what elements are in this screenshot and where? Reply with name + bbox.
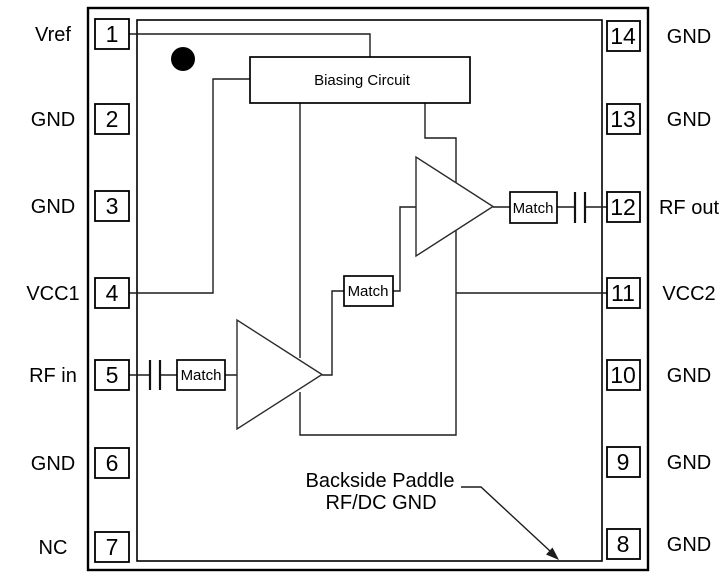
vcc2-wire: [299, 230, 607, 436]
pin-11-number: 11: [611, 280, 635, 306]
backside-paddle-leader-line: [461, 486, 551, 552]
pin-4-number: 4: [106, 280, 119, 306]
pin-10: 10 GND: [606, 359, 711, 391]
pin-11-label-vcc2: VCC2: [662, 283, 715, 305]
pin-12-box: [606, 191, 641, 223]
pin-2: 2 GND: [31, 103, 130, 135]
pin-10-box: [606, 359, 641, 391]
amplifier-2-symbol: [415, 155, 495, 258]
pin-7-number: 7: [106, 534, 119, 560]
pin-14: 14 GND: [606, 20, 711, 52]
pin-7: 7 NC: [39, 531, 130, 563]
pin-5-number: 5: [106, 362, 119, 388]
backside-paddle-annotation: Backside Paddle RF/DC GND: [306, 470, 559, 560]
pin-9-number: 9: [617, 449, 630, 475]
vref-wire: [129, 33, 371, 57]
vcc1-wire: [129, 78, 250, 294]
pin-13: 13 GND: [606, 103, 711, 135]
pin-3: 3 GND: [31, 190, 130, 222]
backside-paddle-label-line1: Backside Paddle: [306, 470, 455, 492]
pin-14-box: [606, 20, 641, 52]
amp1-output-wire: [322, 290, 344, 376]
pin-6-number: 6: [106, 450, 119, 476]
output-match-label: Match: [513, 200, 554, 217]
biasing-circuit-block: Biasing Circuit: [249, 56, 471, 104]
backside-paddle-arrowhead-icon: [546, 547, 559, 560]
pin-4-label-vcc1: VCC1: [26, 283, 79, 305]
pin-6: 6 GND: [31, 447, 130, 479]
biasing-circuit-box: [249, 56, 471, 104]
pin-5: 5 RF in: [29, 359, 130, 391]
output-coupling-capacitor-icon: [573, 192, 587, 223]
amplifier-1-symbol: [236, 318, 324, 431]
pin-1-number: 1: [106, 21, 119, 47]
input-match-block: Match: [176, 359, 226, 391]
die-outline: [136, 19, 603, 562]
pin-5-box: [94, 359, 130, 391]
pin-2-label-gnd: GND: [31, 109, 75, 131]
package-outline: [86, 6, 650, 572]
pin-8-number: 8: [617, 531, 630, 557]
pin-10-label-gnd: GND: [667, 365, 711, 387]
pin-8: 8 GND: [606, 528, 711, 560]
bias-wire-amp2: [424, 103, 457, 183]
interstage-wire: [393, 206, 416, 292]
pin-9-box: [606, 446, 641, 478]
pin-14-number: 14: [610, 23, 636, 49]
pin-4-box: [94, 277, 130, 309]
pin-8-label-gnd: GND: [667, 534, 711, 556]
biasing-circuit-label: Biasing Circuit: [314, 72, 411, 89]
input-coupling-capacitor-icon: [148, 360, 162, 390]
pin-10-number: 10: [610, 362, 636, 388]
pin-3-number: 3: [106, 193, 119, 219]
pin-12: 12 RF out: [606, 191, 719, 223]
pin-12-number: 12: [610, 194, 636, 220]
pin-1-label-vref: Vref: [35, 24, 71, 46]
pin-11: 11 VCC2: [606, 277, 716, 309]
interstage-match-label: Match: [348, 283, 389, 300]
pin-1: 1 Vref: [35, 18, 130, 50]
pin-7-box: [94, 531, 130, 563]
pin-2-number: 2: [106, 106, 119, 132]
interstage-match-block: Match: [343, 275, 394, 307]
pin-1-box: [94, 18, 130, 50]
pin1-marker-dot: [171, 47, 195, 71]
pin-3-label-gnd: GND: [31, 196, 75, 218]
input-match-label: Match: [181, 367, 222, 384]
input-match-box: [176, 359, 226, 391]
pin-2-box: [94, 103, 130, 135]
backside-paddle-label-line2: RF/DC GND: [325, 492, 436, 514]
pin-6-box: [94, 447, 130, 479]
pin-9-label-gnd: GND: [667, 452, 711, 474]
pin-14-label-gnd: GND: [667, 26, 711, 48]
pin-6-label-gnd: GND: [31, 453, 75, 475]
pin-13-number: 13: [610, 106, 636, 132]
pin-7-label-nc: NC: [39, 537, 68, 559]
pin-13-box: [606, 103, 641, 135]
pin-11-box: [606, 277, 641, 309]
pin-3-box: [94, 190, 130, 222]
pin-13-label-gnd: GND: [667, 109, 711, 131]
output-match-box: [509, 191, 558, 224]
output-match-block: Match: [509, 191, 558, 224]
pin-8-box: [606, 528, 641, 560]
pin-4: 4 VCC1: [26, 277, 130, 309]
pin-9: 9 GND: [606, 446, 711, 478]
interstage-match-box: [343, 275, 394, 307]
pin-12-label-rf-out: RF out: [659, 197, 719, 219]
pin-5-label-rf-in: RF in: [29, 365, 77, 387]
